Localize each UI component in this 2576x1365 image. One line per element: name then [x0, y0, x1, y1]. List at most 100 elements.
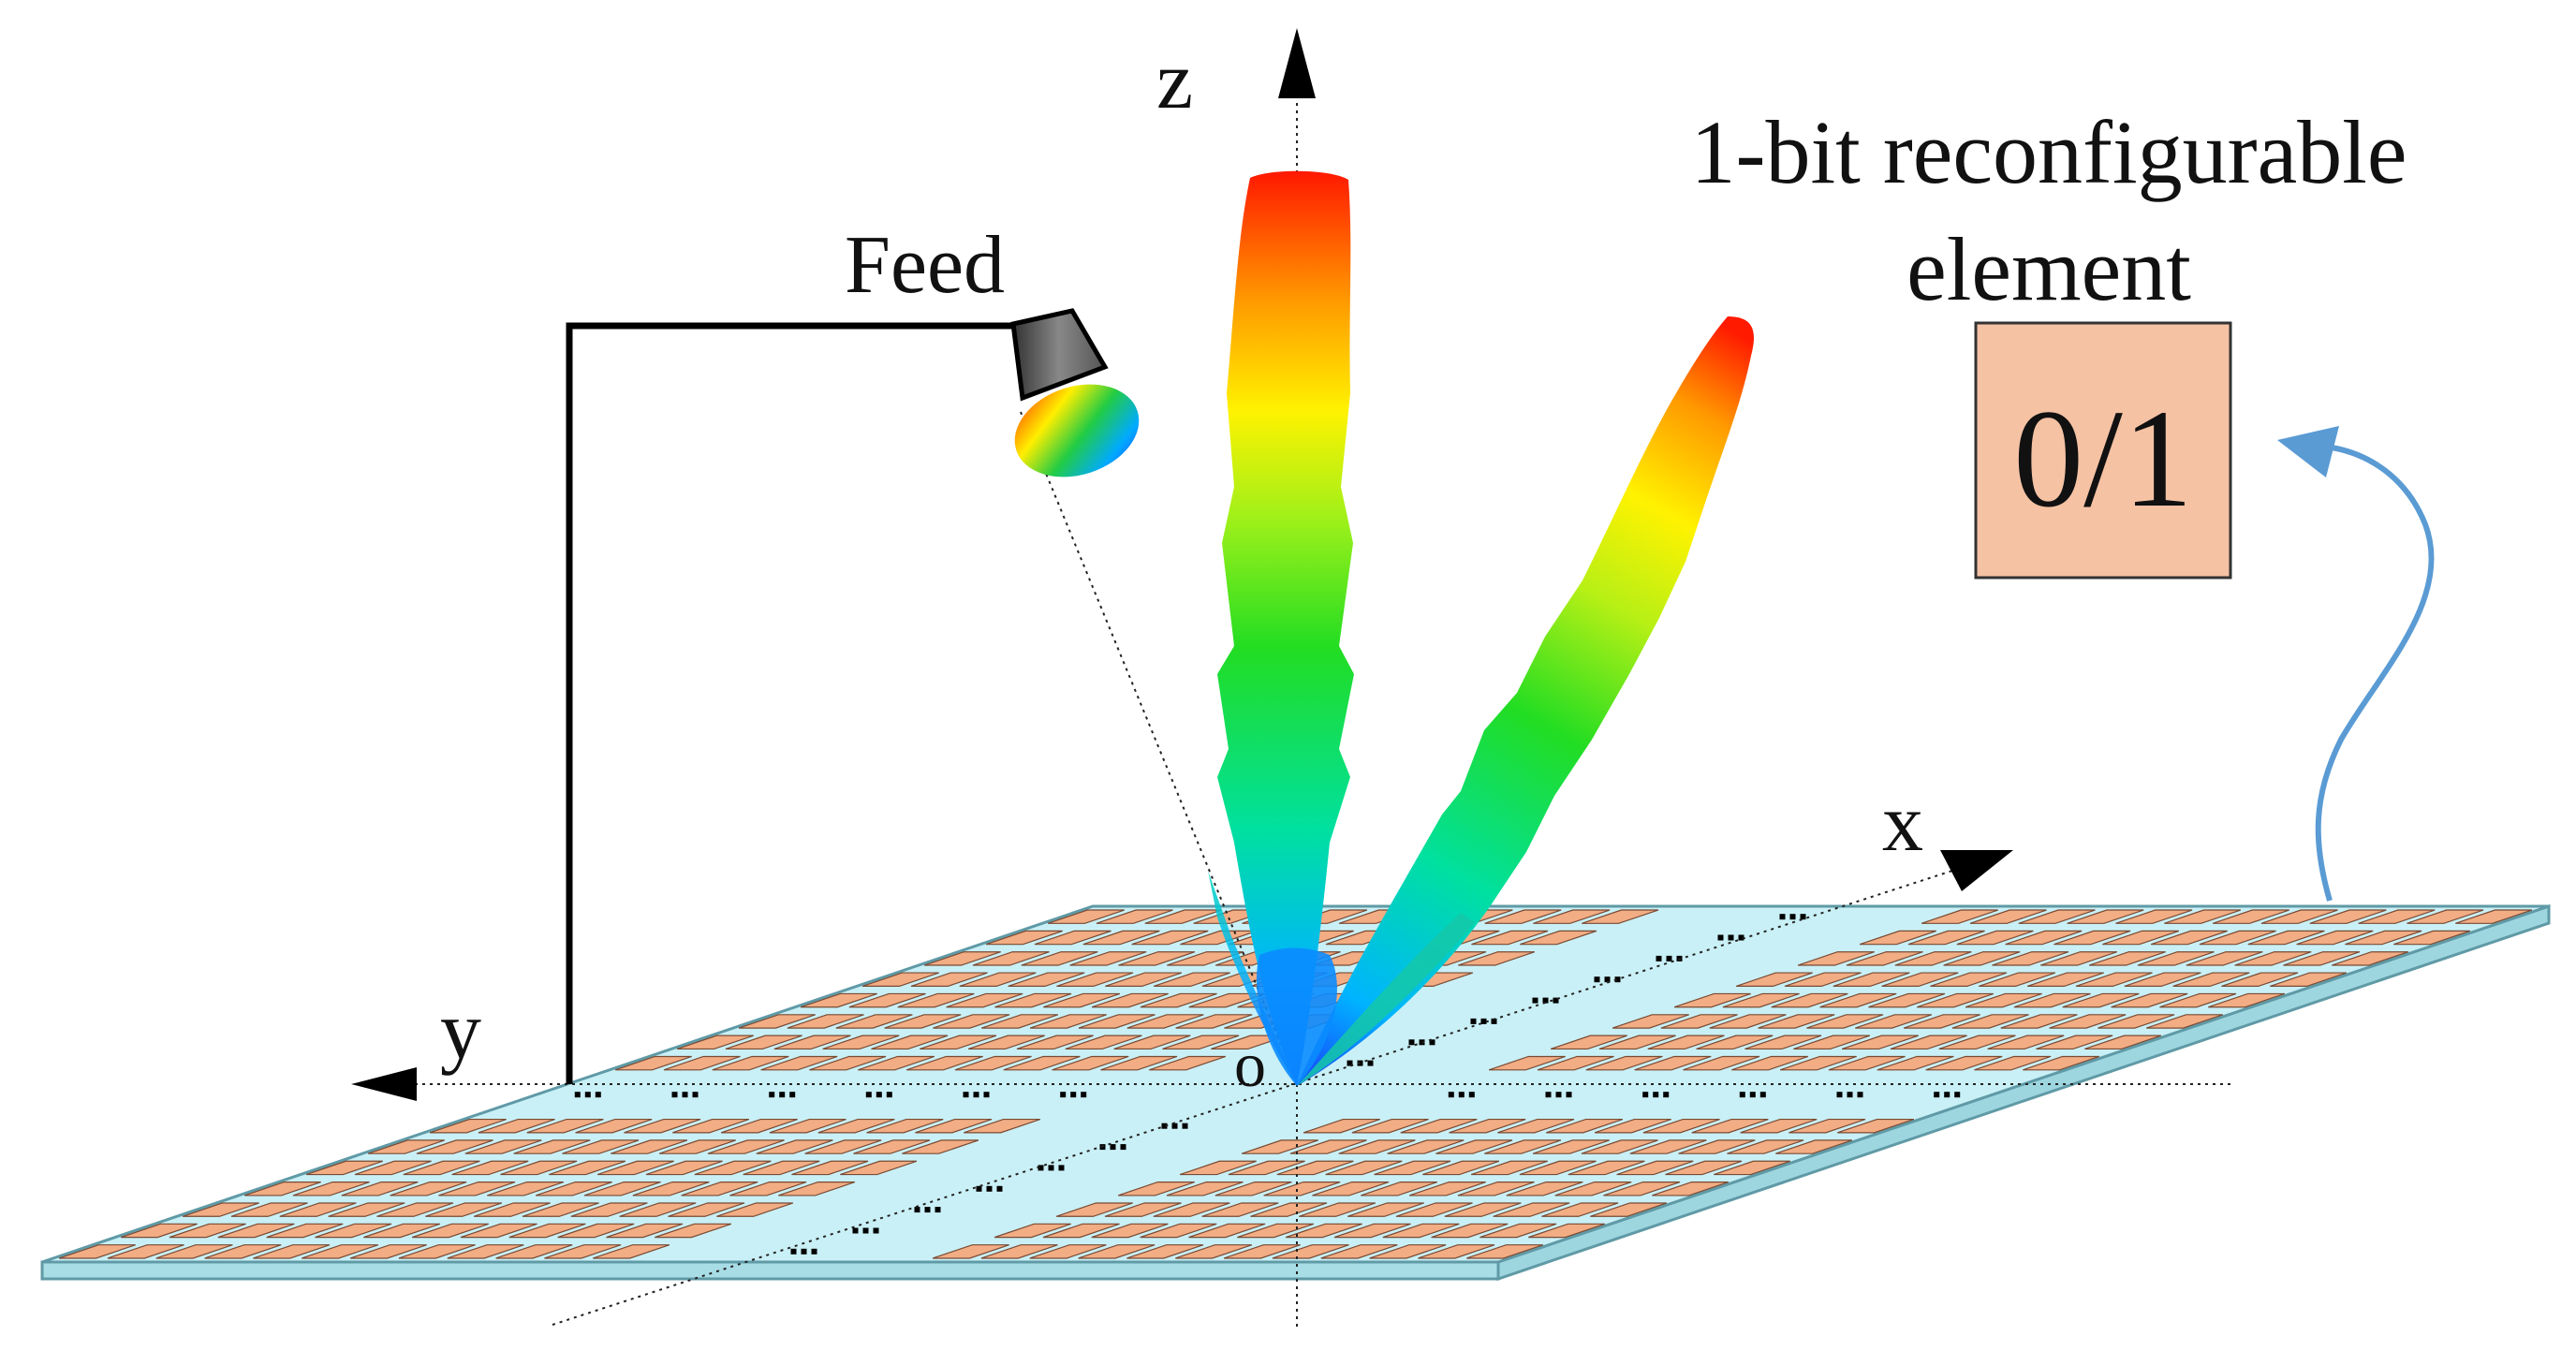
patch-element — [513, 1139, 591, 1154]
patch-element — [1223, 1244, 1301, 1259]
patch-element — [1771, 992, 1848, 1008]
ellipsis-dot — [801, 1248, 807, 1255]
patch-element — [1395, 1202, 1473, 1217]
base-lobe — [1256, 947, 1337, 1086]
patch-element — [1470, 1160, 1548, 1176]
patch-element — [2199, 930, 2276, 946]
patch-element — [2455, 909, 2533, 924]
feed-support-frame — [566, 322, 1016, 1084]
patch-element — [1907, 930, 1985, 946]
patch-element — [606, 1223, 684, 1239]
horn-antenna-icon — [1010, 308, 1109, 402]
patch-element — [1289, 1139, 1367, 1154]
patch-element — [853, 1139, 931, 1154]
patch-element — [1528, 1223, 1606, 1239]
patch-element — [1956, 930, 2034, 946]
patch-element — [1361, 1182, 1438, 1196]
patch-element — [1299, 1202, 1376, 1217]
patch-element — [1647, 1035, 1725, 1050]
patch-element — [341, 1182, 419, 1196]
patch-element — [655, 1223, 732, 1239]
patch-element — [840, 1160, 918, 1176]
patch-element — [279, 1202, 357, 1217]
patch-element — [1435, 1139, 1513, 1154]
patch-element — [1806, 1014, 1884, 1029]
patch-element — [1201, 1202, 1279, 1217]
patch-element — [1582, 909, 1659, 924]
patch-element — [2296, 930, 2374, 946]
patch-element — [2115, 909, 2193, 924]
patch-element — [1325, 1160, 1403, 1176]
patch-element — [1537, 1055, 1614, 1071]
patch-element — [1629, 1139, 1707, 1154]
patch-element — [217, 1223, 295, 1239]
ellipsis-dot — [873, 1227, 879, 1234]
ellipsis-dot — [1081, 1092, 1087, 1098]
patch-element — [1616, 1160, 1694, 1176]
element-pointer-curve — [2315, 445, 2435, 902]
patch-element — [791, 1160, 869, 1176]
patch-element — [884, 1014, 962, 1029]
substrate-front-edge — [40, 1260, 1500, 1281]
patch-element — [460, 1223, 537, 1239]
patch-element — [1758, 1014, 1835, 1029]
patch-element — [367, 1139, 445, 1154]
patch-element — [1590, 1202, 1668, 1217]
z-axis-arrow — [1278, 28, 1316, 98]
patch-element — [2137, 951, 2215, 966]
ellipsis-dot — [1717, 934, 1724, 941]
patch-element — [2172, 972, 2250, 987]
ellipsis-dot — [924, 1207, 931, 1213]
patch-grid — [58, 909, 2533, 1259]
patch-element — [932, 1244, 1009, 1259]
ellipsis-dot — [1739, 1092, 1745, 1098]
ellipsis-dot — [973, 1092, 979, 1098]
x-axis-line — [552, 870, 1953, 1326]
patch-element — [2000, 1014, 2078, 1029]
patch-element — [994, 1223, 1071, 1239]
patch-element — [2407, 909, 2484, 924]
ellipsis-dot — [1120, 1144, 1126, 1151]
patch-element — [1003, 1055, 1081, 1071]
patch-element — [1532, 1139, 1610, 1154]
patch-element — [398, 1244, 476, 1259]
patch-element — [1533, 909, 1611, 924]
patch-element — [1188, 1223, 1266, 1239]
patch-element — [1493, 1202, 1570, 1217]
patch-element — [1118, 951, 1196, 966]
patch-element — [1126, 1244, 1204, 1259]
patch-element — [302, 1244, 379, 1259]
feed-radiation-pattern-icon — [1014, 384, 1140, 477]
patch-element — [632, 1182, 710, 1196]
patch-element — [1585, 1055, 1663, 1071]
patch-element — [1320, 1244, 1398, 1259]
patch-element — [2159, 992, 2237, 1008]
patch-element — [1466, 1244, 1544, 1259]
ellipsis-dot — [1468, 1092, 1475, 1098]
patch-element — [2067, 909, 2144, 924]
patch-element — [716, 1202, 794, 1217]
patch-element — [1987, 1035, 2065, 1050]
patch-element — [1167, 951, 1244, 966]
patch-element — [478, 1118, 555, 1134]
patch-element — [1868, 992, 1946, 1008]
patch-element — [1179, 1160, 1257, 1176]
ellipsis-dot — [986, 1185, 993, 1192]
ellipsis-dot — [1555, 1092, 1562, 1098]
patch-element — [1400, 1118, 1478, 1134]
patch-element — [593, 1244, 670, 1259]
patch-element — [1140, 1223, 1217, 1239]
patch-element — [2150, 930, 2228, 946]
patch-element — [596, 1160, 674, 1176]
main-beam-tilted — [1297, 316, 1754, 1086]
patch-element — [2023, 1055, 2100, 1071]
patch-element — [2084, 1035, 2162, 1050]
ellipsis-dot — [852, 1227, 859, 1234]
patch-element — [1091, 992, 1169, 1008]
patch-element — [2124, 972, 2201, 987]
patch-element — [1056, 972, 1134, 987]
patch-element — [760, 1055, 838, 1071]
ellipsis-dot — [1448, 1092, 1454, 1098]
patch-element — [800, 992, 877, 1008]
patch-element — [305, 1160, 383, 1176]
